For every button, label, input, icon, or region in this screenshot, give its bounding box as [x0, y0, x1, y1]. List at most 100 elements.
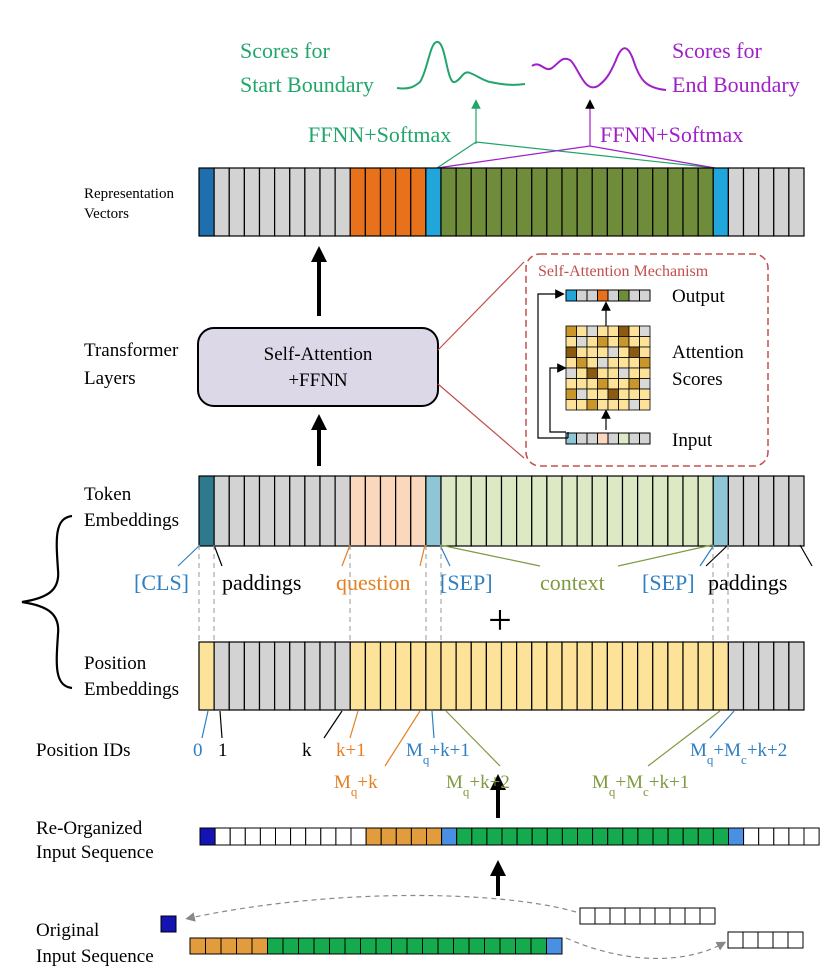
pos-cell-16	[440, 641, 457, 711]
attention-cell-6-4	[607, 388, 619, 400]
attention-cell-4-4	[607, 367, 619, 379]
start-scores-curve	[396, 41, 526, 90]
rep-cell-9	[334, 167, 351, 237]
pos-cell-32	[682, 641, 699, 711]
rep-cell-24	[561, 167, 578, 237]
attention-cell-1-6	[628, 336, 640, 348]
inset-input-cell-4	[607, 432, 619, 445]
end-scores-line2: End Boundary	[672, 72, 800, 97]
attention-cell-6-2	[586, 388, 598, 400]
orig-main-cell-9	[329, 937, 346, 955]
rep-cell-4	[258, 167, 276, 237]
token-cell-22	[531, 475, 548, 547]
position-label-2: Embeddings	[84, 679, 179, 700]
rep-cell-39	[788, 167, 805, 237]
rep-cell-38	[773, 167, 790, 237]
end-scores-curve	[531, 47, 667, 91]
flow-arrows	[311, 246, 506, 896]
representation-label-2: Vectors	[84, 206, 129, 222]
rep-cell-0	[198, 167, 215, 237]
attention-cell-4-6	[628, 367, 640, 379]
attention-cell-0-2	[586, 325, 598, 337]
reorg-cell-26	[592, 827, 609, 846]
attention-cell-4-3	[597, 367, 609, 379]
attention-cell-6-1	[576, 388, 588, 400]
reorg-cell-12	[380, 827, 397, 846]
attention-cell-4-5	[618, 367, 630, 379]
start-scores-line1: Scores for	[240, 38, 330, 63]
rep-cell-12	[379, 167, 397, 237]
reorg-cell-20	[501, 827, 518, 846]
attention-cell-6-3	[597, 388, 609, 400]
orig-main-cell-22	[530, 937, 547, 955]
pos-cell-22	[531, 641, 548, 711]
orig-pad2-cell-2	[757, 931, 774, 949]
attention-cell-3-7	[639, 357, 651, 369]
orig-main-cell-4	[251, 937, 268, 955]
attention-cell-3-6	[628, 357, 640, 369]
inset-output-cell-1	[576, 289, 588, 302]
token-cell-37	[758, 475, 775, 547]
reorg-cell-36	[743, 827, 760, 846]
pos-cell-24	[561, 641, 578, 711]
attention-cell-0-6	[628, 325, 640, 337]
reorg-cell-10	[350, 827, 367, 846]
token-cell-1	[213, 475, 230, 547]
token-cell-38	[773, 475, 790, 547]
orig-main-cell-15	[422, 937, 439, 955]
transformer-label-2: Layers	[84, 368, 136, 389]
token-cell-18	[470, 475, 487, 547]
reorg-cell-11	[365, 827, 382, 846]
attention-cell-7-4	[607, 399, 619, 411]
attention-input-vector	[565, 432, 651, 445]
question-label: question	[336, 570, 411, 595]
attention-cell-6-7	[639, 388, 651, 400]
reorg-cell-0	[199, 827, 216, 846]
token-cell-33	[697, 475, 714, 547]
pos-cell-14	[410, 641, 427, 711]
token-cell-32	[682, 475, 699, 547]
rep-cell-14	[410, 167, 427, 237]
rep-cell-5	[274, 167, 291, 237]
pos-id-mq-mc-k-plus-1: Mq+Mc+k+1	[592, 772, 689, 799]
cls-label: [CLS]	[134, 570, 189, 595]
reorganized-sequence-row	[199, 827, 820, 846]
rep-cell-34	[712, 167, 729, 237]
context-label: context	[540, 570, 605, 595]
pos-cell-39	[788, 641, 805, 711]
orig-pad1-cell-3	[624, 907, 641, 925]
token-cell-12	[379, 475, 397, 547]
reorg-cell-35	[728, 827, 745, 846]
orig-pad2-cell-4	[787, 931, 804, 949]
rep-cell-30	[652, 167, 669, 237]
inset-output-cell-4	[607, 289, 619, 302]
original-label-2: Input Sequence	[36, 946, 154, 967]
reorg-cell-14	[410, 827, 427, 846]
sep-label-right: [SEP]	[642, 570, 695, 595]
pos-id-k-plus-1: k+1	[336, 740, 366, 761]
pos-cell-29	[637, 641, 654, 711]
inset-output-cell-0	[565, 289, 577, 302]
token-cell-6	[289, 475, 306, 547]
rep-cell-35	[727, 167, 745, 237]
orig-main-cell-8	[313, 937, 330, 955]
orig-main-cell-18	[468, 937, 485, 955]
orig-main-cell-0	[189, 937, 206, 955]
reorg-cell-6	[290, 827, 307, 846]
orig-pad1-cell-4	[639, 907, 656, 925]
attention-cell-3-0	[565, 357, 577, 369]
ffnn-connections	[436, 99, 716, 169]
inset-output-cell-6	[628, 289, 640, 302]
attention-cell-5-6	[628, 378, 640, 390]
token-cell-27	[606, 475, 624, 547]
attention-cell-2-5	[618, 346, 630, 358]
token-cell-31	[667, 475, 684, 547]
orig-pad1-cell-6	[669, 907, 686, 925]
pos-cell-1	[213, 641, 230, 711]
pos-id-mq-mc-k-plus-2: Mq+Mc+k+2	[690, 740, 787, 767]
orig-main-cell-12	[375, 937, 392, 955]
original-sequence-row	[160, 907, 804, 955]
rep-cell-15	[425, 167, 442, 237]
attention-cell-1-3	[597, 336, 609, 348]
pos-cell-2	[228, 641, 245, 711]
